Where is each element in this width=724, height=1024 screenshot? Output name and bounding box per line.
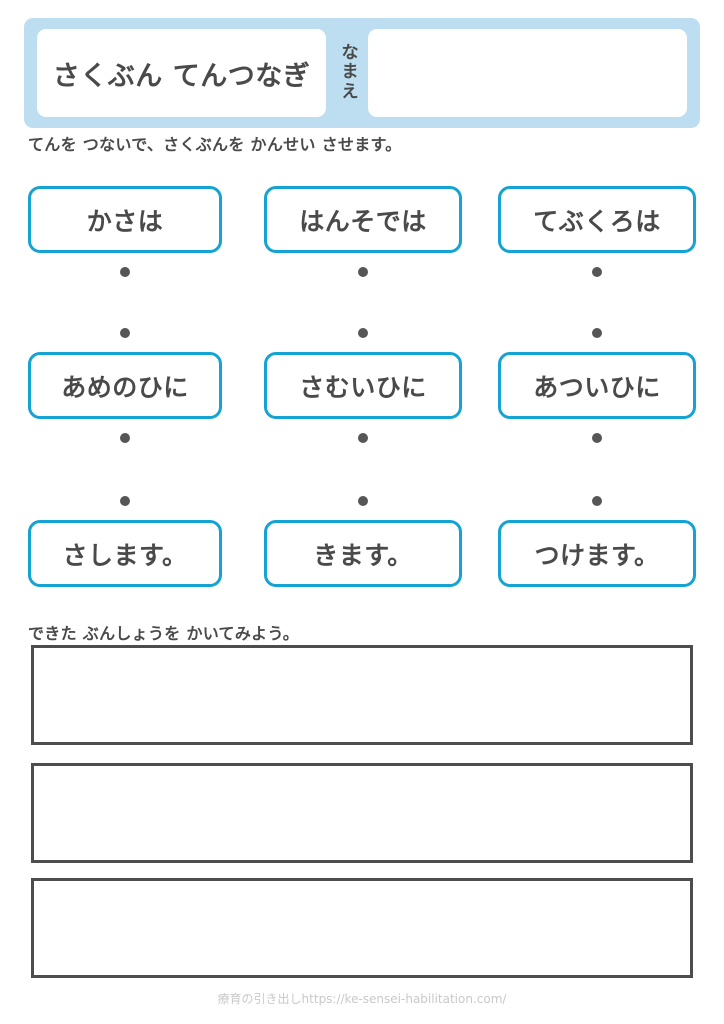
word-box-condition-2[interactable]: さむいひに <box>264 352 462 419</box>
connect-dot-bottom-subject-3[interactable] <box>592 267 602 277</box>
footer-credit: 療育の引き出しhttps://ke-sensei-habilitation.co… <box>217 992 507 1006</box>
word-box-verb-3[interactable]: つけます。 <box>498 520 696 587</box>
word-label: さします。 <box>62 540 188 570</box>
word-cell-verb-3: つけます。 <box>498 520 696 587</box>
word-cell-condition-2: さむいひに <box>264 352 462 419</box>
word-label: つけます。 <box>534 540 660 570</box>
worksheet-title: さくぶん てんつなぎ <box>52 60 311 92</box>
word-label: あついひに <box>533 372 661 402</box>
name-label: な ま え <box>336 27 364 119</box>
word-box-verb-2[interactable]: きます。 <box>264 520 462 587</box>
connect-dot-top-condition-2[interactable] <box>358 328 368 338</box>
connect-dot-bottom-condition-1[interactable] <box>120 433 130 443</box>
word-cell-condition-1: あめのひに <box>28 352 222 419</box>
word-cell-subject-3: てぶくろは <box>498 186 696 253</box>
word-box-condition-3[interactable]: あついひに <box>498 352 696 419</box>
connect-dot-top-verb-3[interactable] <box>592 496 602 506</box>
word-box-condition-1[interactable]: あめのひに <box>28 352 222 419</box>
connect-dot-bottom-condition-2[interactable] <box>358 433 368 443</box>
write-box-3[interactable] <box>31 878 693 978</box>
header-band: さくぶん てんつなぎ な ま え <box>24 18 700 128</box>
connect-dot-top-condition-3[interactable] <box>592 328 602 338</box>
instruction-write-sentences: できた ぶんしょうを かいてみよう。 <box>28 624 300 643</box>
worksheet-title-box: さくぶん てんつなぎ <box>37 29 326 117</box>
word-box-subject-1[interactable]: かさは <box>28 186 222 253</box>
word-box-subject-2[interactable]: はんそでは <box>264 186 462 253</box>
word-cell-subject-2: はんそでは <box>264 186 462 253</box>
word-label: あめのひに <box>61 372 189 402</box>
instruction-top: てんを つないで、さくぶんを かんせい させます。 <box>28 135 402 154</box>
word-label: さむいひに <box>299 372 427 402</box>
word-cell-verb-1: さします。 <box>28 520 222 587</box>
word-cell-subject-1: かさは <box>28 186 222 253</box>
connect-dot-top-condition-1[interactable] <box>120 328 130 338</box>
write-box-1[interactable] <box>31 645 693 745</box>
word-label: かさは <box>86 206 164 236</box>
name-label-char-2: ま <box>341 62 359 83</box>
word-label: きます。 <box>313 540 413 570</box>
word-label: てぶくろは <box>533 206 661 236</box>
footer: 療育の引き出しhttps://ke-sensei-habilitation.co… <box>0 990 724 1007</box>
word-label: はんそでは <box>299 206 427 236</box>
connect-dot-bottom-subject-2[interactable] <box>358 267 368 277</box>
connect-dot-bottom-condition-3[interactable] <box>592 433 602 443</box>
write-box-2[interactable] <box>31 763 693 863</box>
word-box-subject-3[interactable]: てぶくろは <box>498 186 696 253</box>
word-cell-condition-3: あついひに <box>498 352 696 419</box>
word-cell-verb-2: きます。 <box>264 520 462 587</box>
connect-dot-top-verb-2[interactable] <box>358 496 368 506</box>
connect-dot-top-verb-1[interactable] <box>120 496 130 506</box>
name-input-field[interactable] <box>368 29 687 117</box>
name-label-char-1: な <box>341 43 359 64</box>
connect-dot-bottom-subject-1[interactable] <box>120 267 130 277</box>
name-label-char-3: え <box>341 81 359 102</box>
word-box-verb-1[interactable]: さします。 <box>28 520 222 587</box>
